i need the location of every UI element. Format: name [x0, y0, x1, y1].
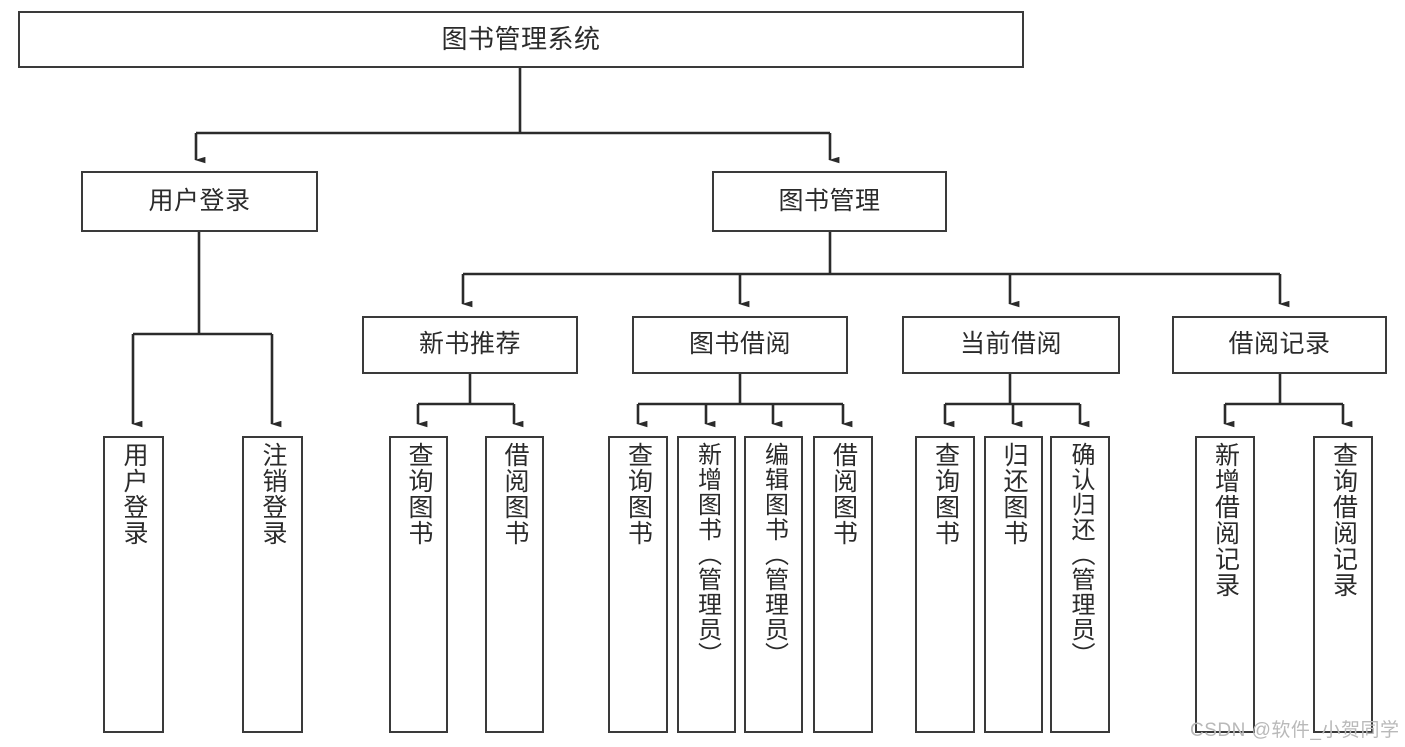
leaf-borrow-record-query-record[interactable]: 查询借阅记录 — [1313, 436, 1373, 733]
node-root-book-management-system[interactable]: 图书管理系统 — [18, 11, 1024, 68]
leaf-new-book-borrow-book[interactable]: 借阅图书 — [485, 436, 544, 733]
node-label: 新书推荐 — [418, 330, 521, 359]
node-current-borrowing[interactable]: 当前借阅 — [902, 316, 1120, 374]
node-label: 用户登录 — [120, 442, 148, 546]
node-label: 新增图书（管理员） — [693, 442, 721, 667]
leaf-book-borrow-edit-book-admin[interactable]: 编辑图书（管理员） — [744, 436, 803, 733]
node-label: 用户登录 — [148, 186, 251, 215]
node-label: 编辑图书（管理员） — [760, 442, 788, 667]
node-label: 查询图书 — [624, 442, 653, 546]
node-label: 归还图书 — [1000, 442, 1028, 546]
leaf-user-login-login[interactable]: 用户登录 — [103, 436, 164, 733]
leaf-current-borrow-query-book[interactable]: 查询图书 — [915, 436, 975, 733]
node-label: 借阅记录 — [1228, 330, 1331, 359]
csdn-watermark: CSDN @软件_小贺同学 — [1190, 720, 1400, 741]
leaf-book-borrow-query-book[interactable]: 查询图书 — [608, 436, 668, 733]
node-borrowing-record[interactable]: 借阅记录 — [1172, 316, 1387, 374]
node-label: 注销登录 — [259, 442, 287, 546]
node-book-management[interactable]: 图书管理 — [712, 171, 947, 232]
leaf-current-borrow-return-book[interactable]: 归还图书 — [984, 436, 1043, 733]
node-label: 图书借阅 — [688, 330, 791, 359]
node-label: 图书管理系统 — [441, 24, 601, 55]
node-label: 当前借阅 — [959, 330, 1062, 359]
node-label: 新增借阅记录 — [1211, 442, 1240, 598]
node-label: 确认归还（管理员） — [1066, 442, 1094, 667]
leaf-book-borrow-add-book-admin[interactable]: 新增图书（管理员） — [677, 436, 736, 733]
node-book-borrowing[interactable]: 图书借阅 — [632, 316, 848, 374]
node-new-book-recommendation[interactable]: 新书推荐 — [362, 316, 578, 374]
node-label: 借阅图书 — [501, 442, 529, 546]
leaf-user-login-logout[interactable]: 注销登录 — [242, 436, 303, 733]
node-label: 查询借阅记录 — [1329, 442, 1358, 598]
leaf-borrow-record-add-record[interactable]: 新增借阅记录 — [1195, 436, 1255, 733]
leaf-book-borrow-borrow-book[interactable]: 借阅图书 — [813, 436, 873, 733]
node-user-login[interactable]: 用户登录 — [81, 171, 318, 232]
node-label: 查询图书 — [931, 442, 960, 546]
leaf-current-borrow-confirm-return-admin[interactable]: 确认归还（管理员） — [1050, 436, 1110, 733]
leaf-new-book-query-book[interactable]: 查询图书 — [389, 436, 448, 733]
node-label: 借阅图书 — [829, 442, 858, 546]
node-label: 查询图书 — [405, 442, 433, 546]
node-label: 图书管理 — [778, 186, 881, 215]
